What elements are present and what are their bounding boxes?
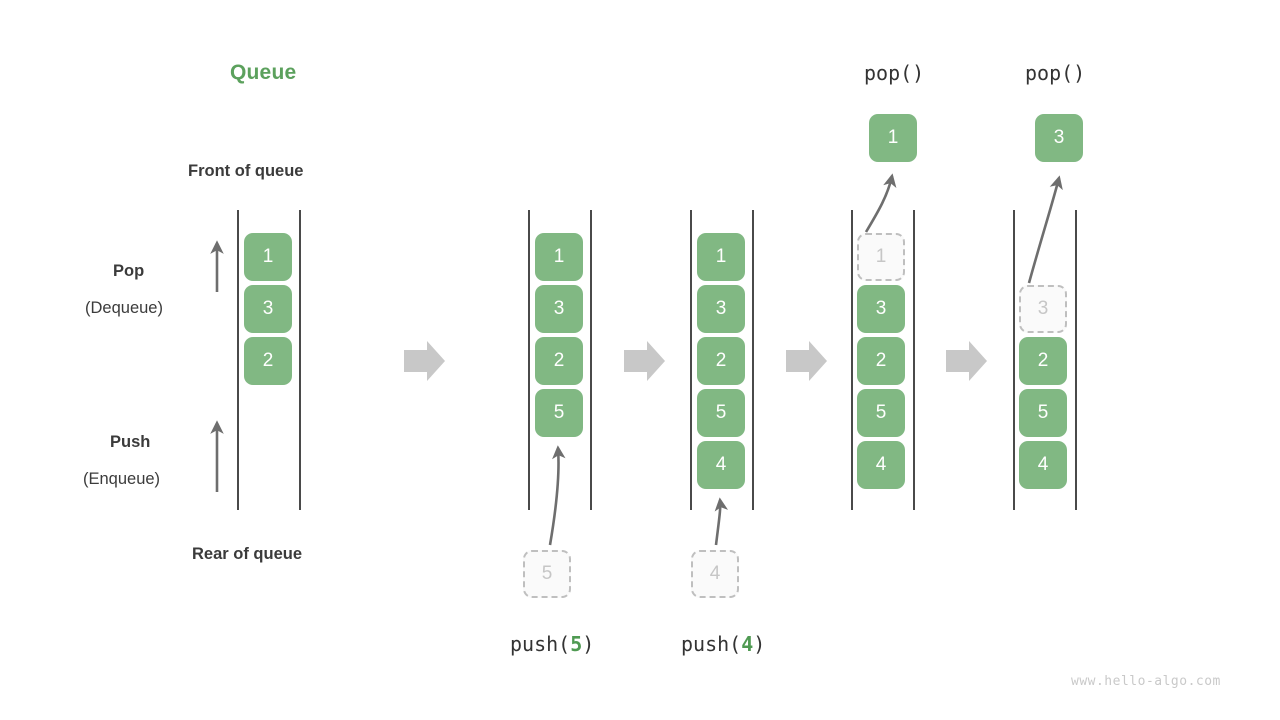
pop-sublabel: (Dequeue) (85, 299, 163, 317)
queue-cell: 1 (244, 233, 292, 281)
transition-arrow-icon (786, 341, 827, 381)
queue-rail-left (851, 210, 853, 510)
transition-arrow-icon (624, 341, 665, 381)
queue-cell: 2 (857, 337, 905, 385)
queue-cell: 3 (535, 285, 583, 333)
queue-rail-left (528, 210, 530, 510)
op-argument: 5 (570, 632, 583, 656)
rear-of-queue-label: Rear of queue (192, 545, 303, 563)
queue-cell: 4 (1019, 441, 1067, 489)
queue-cell: 3 (244, 285, 292, 333)
queue-rail-right (913, 210, 915, 510)
pop-3-arrow (1027, 175, 1063, 284)
watermark: www.hello-algo.com (1071, 674, 1221, 689)
transition-arrow-icon (404, 341, 445, 381)
queue-cell: 5 (857, 389, 905, 437)
transition-arrow-icon (946, 341, 987, 381)
queue-rail-right (752, 210, 754, 510)
queue-cell: 5 (697, 389, 745, 437)
popped-cell: 1 (869, 114, 917, 162)
pop-label: Pop (113, 262, 145, 280)
queue-cell: 3 (857, 285, 905, 333)
incoming-ghost-cell: 5 (523, 550, 571, 598)
op-suffix: ) (753, 632, 766, 656)
queue-rail-right (299, 210, 301, 510)
queue-rail-right (1075, 210, 1077, 510)
op-argument: 4 (741, 632, 754, 656)
queue-rail-left (690, 210, 692, 510)
queue-rail-left (237, 210, 239, 510)
op-prefix: push( (681, 632, 742, 656)
queue-cell: 1 (535, 233, 583, 281)
pop-1-arrow (864, 173, 897, 233)
op-prefix: push( (510, 632, 571, 656)
queue-cell-ghost: 3 (1019, 285, 1067, 333)
queue-cell: 2 (697, 337, 745, 385)
push-5-operation-label: push(5) (510, 632, 594, 656)
push-4-operation-label: push(4) (681, 632, 765, 656)
front-of-queue-label: Front of queue (188, 162, 304, 180)
push-sublabel: (Enqueue) (83, 470, 161, 488)
queue-rail-left (1013, 210, 1015, 510)
queue-cell: 4 (697, 441, 745, 489)
queue-cell: 4 (857, 441, 905, 489)
op-suffix: ) (582, 632, 595, 656)
pop-1-operation-label: pop() (864, 61, 925, 85)
queue-cell: 1 (697, 233, 745, 281)
queue-cell: 3 (697, 285, 745, 333)
pop-3-operation-label: pop() (1025, 61, 1086, 85)
push-label: Push (110, 433, 151, 451)
queue-cell: 2 (1019, 337, 1067, 385)
queue-rail-right (590, 210, 592, 510)
queue-cell: 2 (535, 337, 583, 385)
push-5-arrow (548, 445, 566, 546)
queue-cell: 5 (535, 389, 583, 437)
queue-cell: 2 (244, 337, 292, 385)
queue-cell: 5 (1019, 389, 1067, 437)
page-title: Queue (230, 61, 297, 84)
popped-cell: 3 (1035, 114, 1083, 162)
queue-cell-ghost: 1 (857, 233, 905, 281)
push-4-arrow (714, 497, 729, 546)
incoming-ghost-cell: 4 (691, 550, 739, 598)
